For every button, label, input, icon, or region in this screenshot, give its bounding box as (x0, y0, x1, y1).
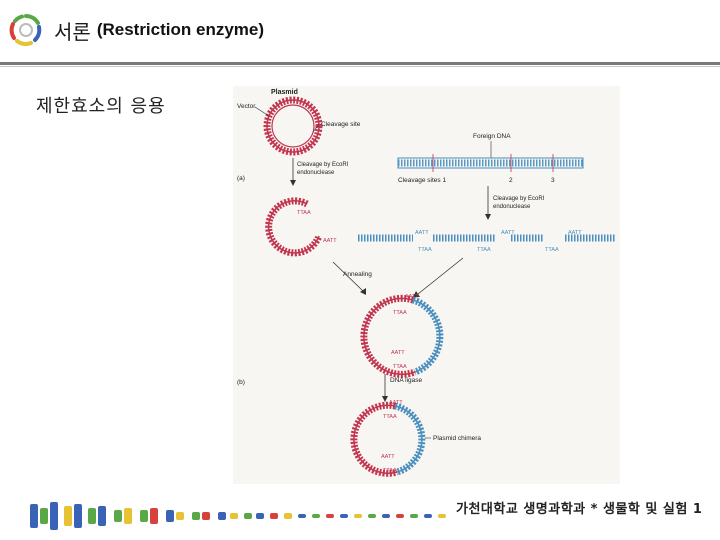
label-panel-a: (a) (237, 175, 245, 182)
label-panel-b: (b) (237, 379, 245, 386)
recombinant-dna-figure: Plasmid Vector Cleavage site Foreign DNA… (233, 86, 620, 484)
cut-plasmid (265, 197, 323, 257)
arrow-head-2 (485, 214, 491, 220)
label-site-2: 2 (509, 177, 513, 184)
label-dna-ligase: DNA ligase (390, 377, 423, 384)
sticky-end-ttaa-2: TTAA (418, 247, 432, 253)
annealed-aatt-top: AATT (405, 294, 419, 300)
recombinant-dna-diagram: Plasmid Vector Cleavage site Foreign DNA… (237, 89, 615, 477)
slide-title: 서론 (Restriction enzyme) (8, 10, 264, 50)
chimera-aatt-top: AATT (389, 400, 403, 406)
annealed-aatt-bottom: AATT (391, 350, 405, 356)
vector-pointer (254, 106, 270, 117)
title-english: (Restriction enzyme) (96, 20, 265, 39)
label-cleavage-by-1: Cleavage by EcoRI (297, 162, 349, 168)
subtitle: 제한효소의 응용 (36, 96, 166, 117)
chimera-aatt-bottom: AATT (381, 454, 395, 460)
arrow-head-4 (413, 291, 420, 297)
arrow-annealing-right (417, 257, 464, 295)
cleavage-site-pointer (312, 123, 320, 133)
sticky-end-ttaa-4: TTAA (545, 247, 559, 253)
title-divider (0, 62, 720, 65)
label-annealing: Annealing (343, 271, 372, 278)
footer-dna-decoration (30, 502, 446, 530)
label-cleavage-by-2: Cleavage by EcoRI (493, 196, 545, 202)
label-endonuclease-2: endonuclease (493, 204, 531, 210)
label-site-3: 3 (551, 177, 555, 184)
annealed-plasmid (360, 294, 444, 378)
dna-ring-icon (9, 14, 42, 47)
title-korean: 서론 (54, 19, 91, 44)
annealed-ttaa-bottom: TTAA (393, 364, 407, 370)
sticky-end-ttaa-1: TTAA (297, 210, 311, 216)
label-cleavage-site: Cleavage site (321, 121, 361, 128)
label-vector: Vector (237, 103, 256, 110)
chimera-ttaa-bottom: TTAA (383, 468, 397, 474)
arrow-annealing-left (332, 261, 364, 292)
footer-course-label: 가천대학교 생명과학과 * 생물학 및 실험 1 (456, 502, 703, 517)
intact-plasmid (263, 96, 323, 156)
arrow-head-1 (290, 180, 296, 186)
arrow-head-5 (382, 396, 388, 402)
chimera-ttaa-top: TTAA (383, 414, 397, 420)
chimera-plasmid (350, 401, 426, 477)
annealed-ttaa-top: TTAA (393, 310, 407, 316)
sticky-end-aatt-2: AATT (415, 230, 429, 236)
label-foreign-dna: Foreign DNA (473, 133, 511, 140)
arrow-head-3 (360, 288, 366, 295)
footer-blocks (30, 502, 446, 530)
sticky-end-ttaa-3: TTAA (477, 247, 491, 253)
foreign-dna-strand (397, 154, 584, 172)
title-divider-thin (0, 66, 720, 67)
sticky-end-aatt-1: AATT (323, 238, 337, 244)
sticky-end-aatt-4: AATT (568, 230, 582, 236)
sticky-end-aatt-3: AATT (501, 230, 515, 236)
label-plasmid-chimera: Plasmid chimera (433, 435, 481, 442)
label-plasmid: Plasmid (271, 89, 298, 96)
label-cleavage-sites: Cleavage sites 1 (398, 177, 446, 184)
label-endonuclease-1: endonuclease (297, 170, 335, 176)
